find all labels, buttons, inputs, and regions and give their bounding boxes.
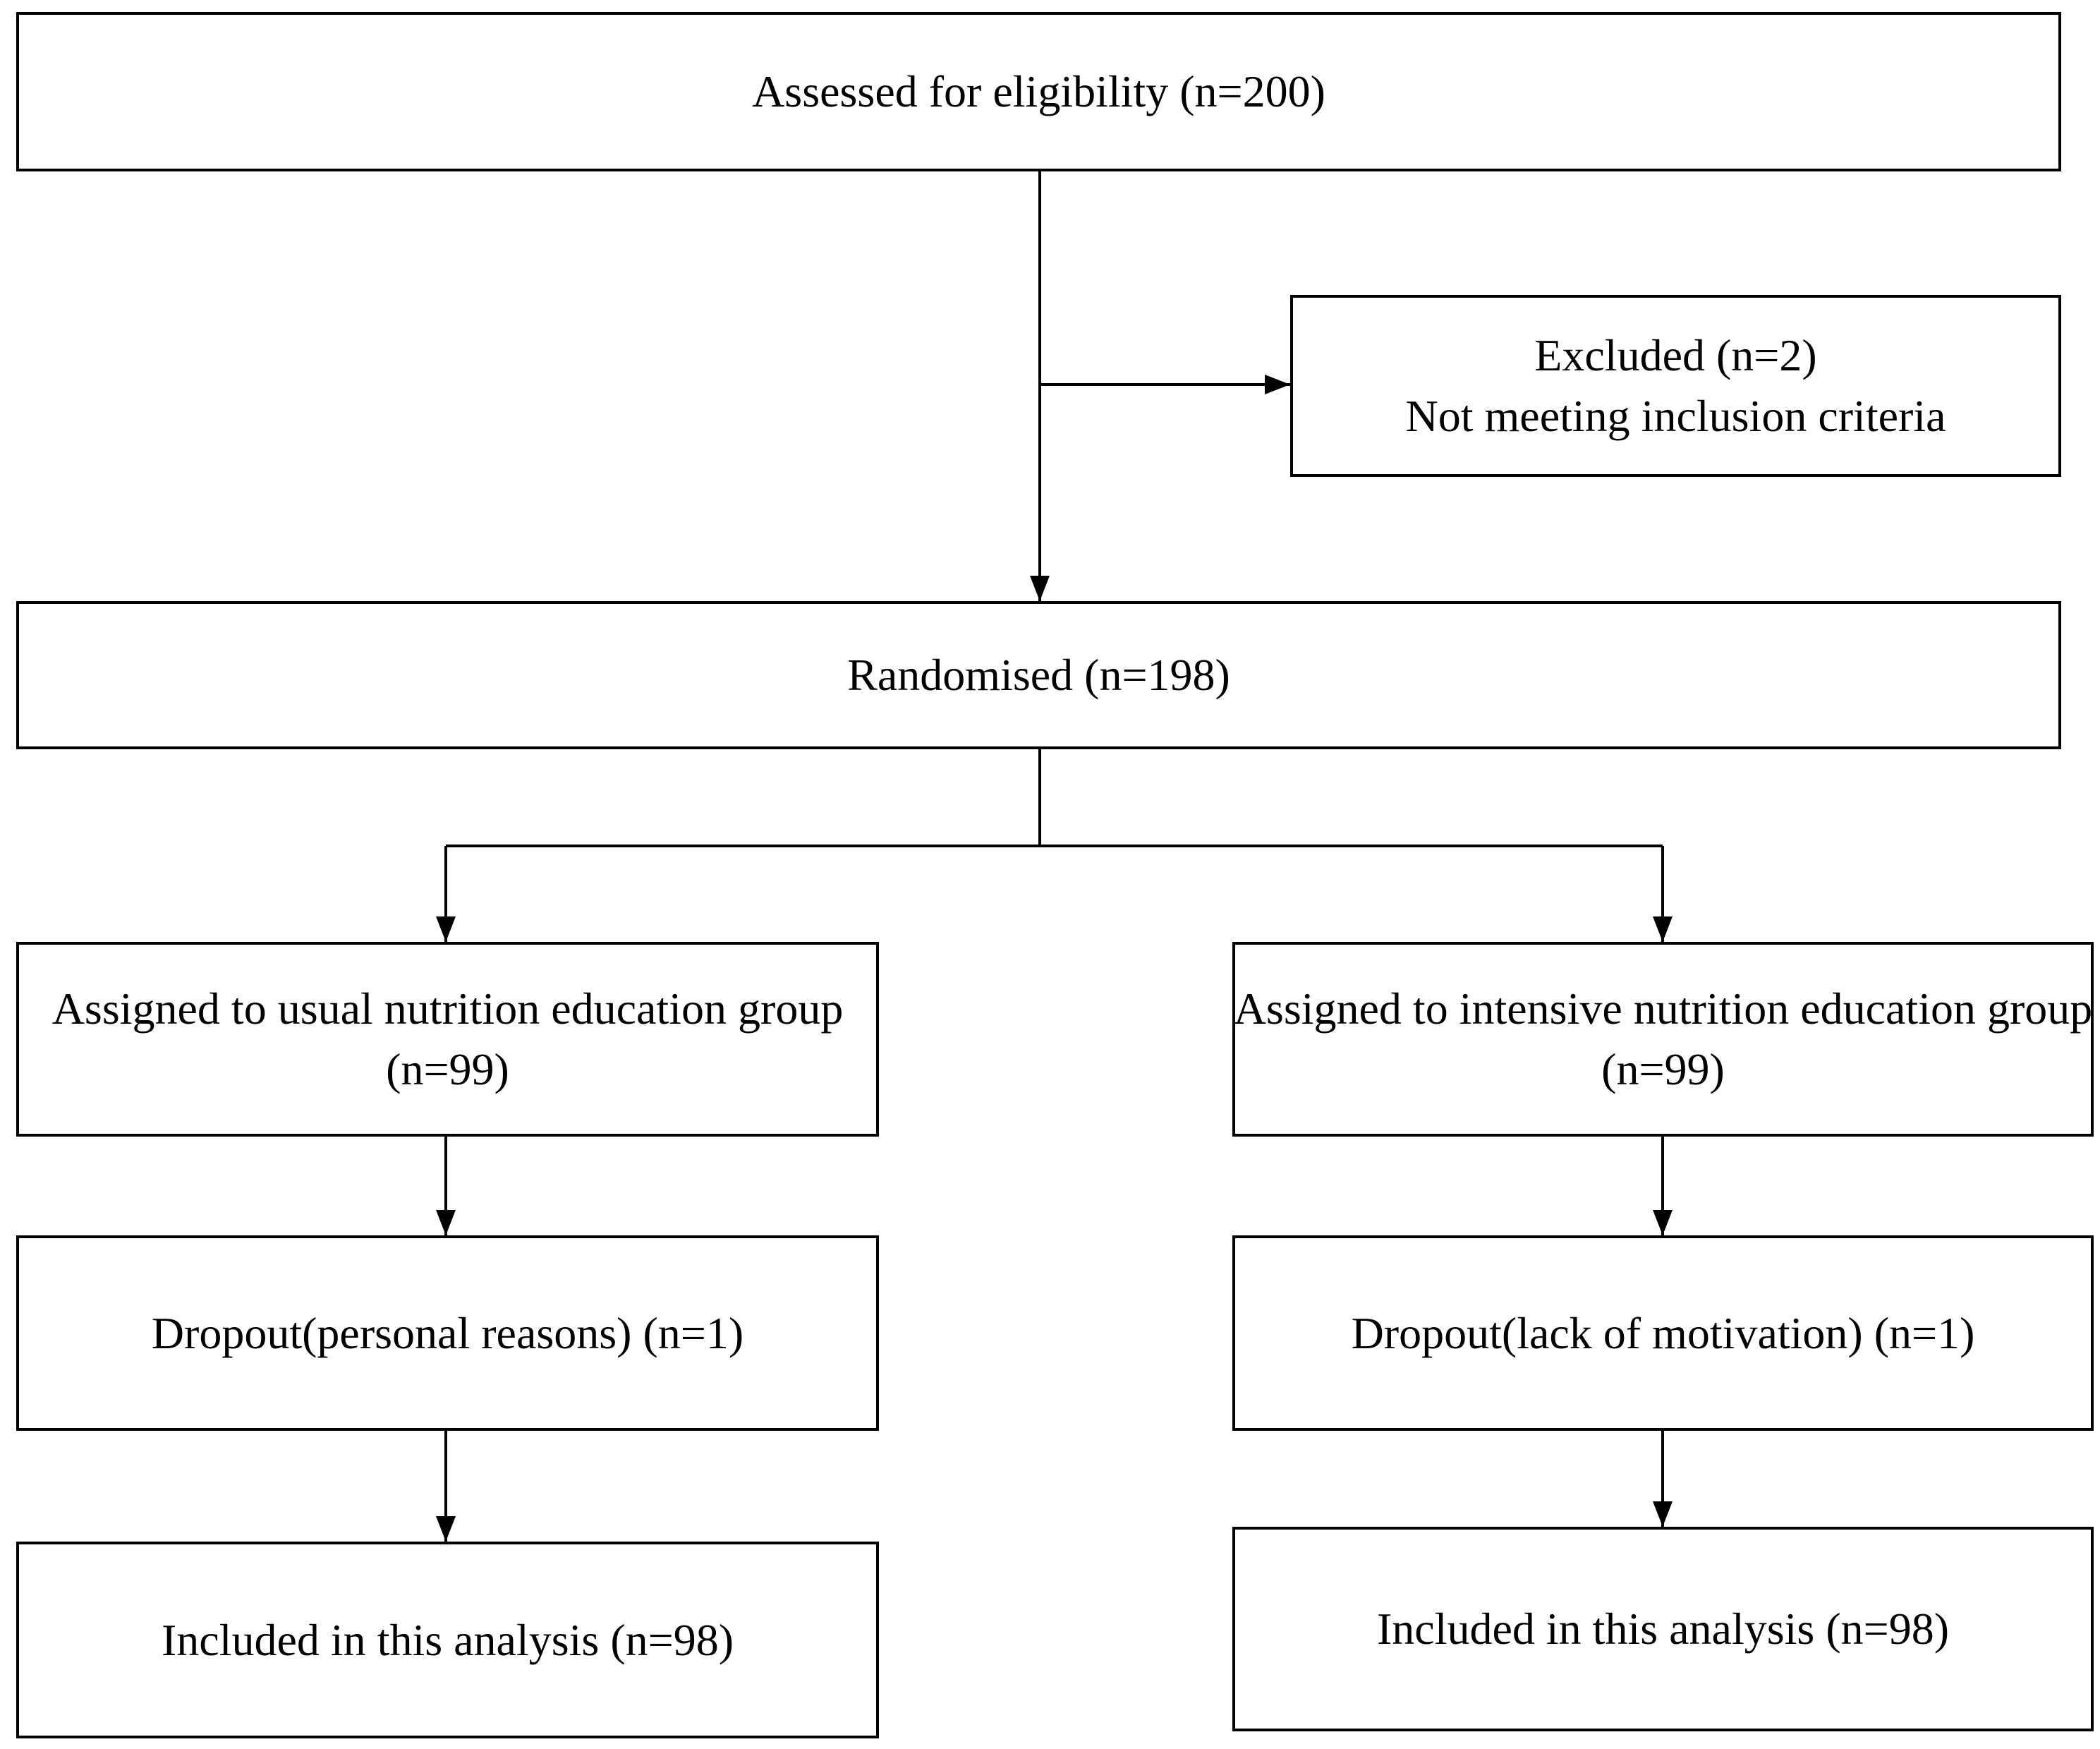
- intensive-included-box: Included in this analysis (n=98): [1232, 1527, 2094, 1731]
- intensive-group-count: (n=99): [1601, 1044, 1725, 1094]
- randomised-box: Randomised (n=198): [16, 601, 2061, 749]
- intensive-group-box: Assigned to intensive nutrition educatio…: [1232, 942, 2094, 1137]
- usual-group-label: Assigned to usual nutrition education gr…: [51, 984, 844, 1034]
- intensive-dropout-box: Dropout(lack of motivation) (n=1): [1232, 1235, 2094, 1431]
- usual-dropout-label: Dropout(personal reasons) (n=1): [151, 1307, 744, 1358]
- excluded-reason: Not meeting inclusion criteria: [1405, 391, 1946, 441]
- excluded-label: Excluded (n=2): [1534, 330, 1817, 381]
- intensive-group-label: Assigned to intensive nutrition educatio…: [1233, 984, 2093, 1034]
- usual-dropout-box: Dropout(personal reasons) (n=1): [16, 1235, 879, 1431]
- randomised-label: Randomised (n=198): [847, 650, 1230, 701]
- usual-group-box: Assigned to usual nutrition education gr…: [16, 942, 879, 1137]
- usual-group-count: (n=99): [386, 1044, 509, 1094]
- assessed-label: Assessed for eligibility (n=200): [752, 66, 1325, 117]
- intensive-included-label: Included in this analysis (n=98): [1376, 1604, 1950, 1654]
- intensive-dropout-label: Dropout(lack of motivation) (n=1): [1351, 1307, 1975, 1358]
- excluded-box: Excluded (n=2) Not meeting inclusion cri…: [1290, 295, 2061, 477]
- assessed-box: Assessed for eligibility (n=200): [16, 12, 2061, 171]
- usual-included-box: Included in this analysis (n=98): [16, 1542, 879, 1738]
- usual-included-label: Included in this analysis (n=98): [161, 1614, 734, 1665]
